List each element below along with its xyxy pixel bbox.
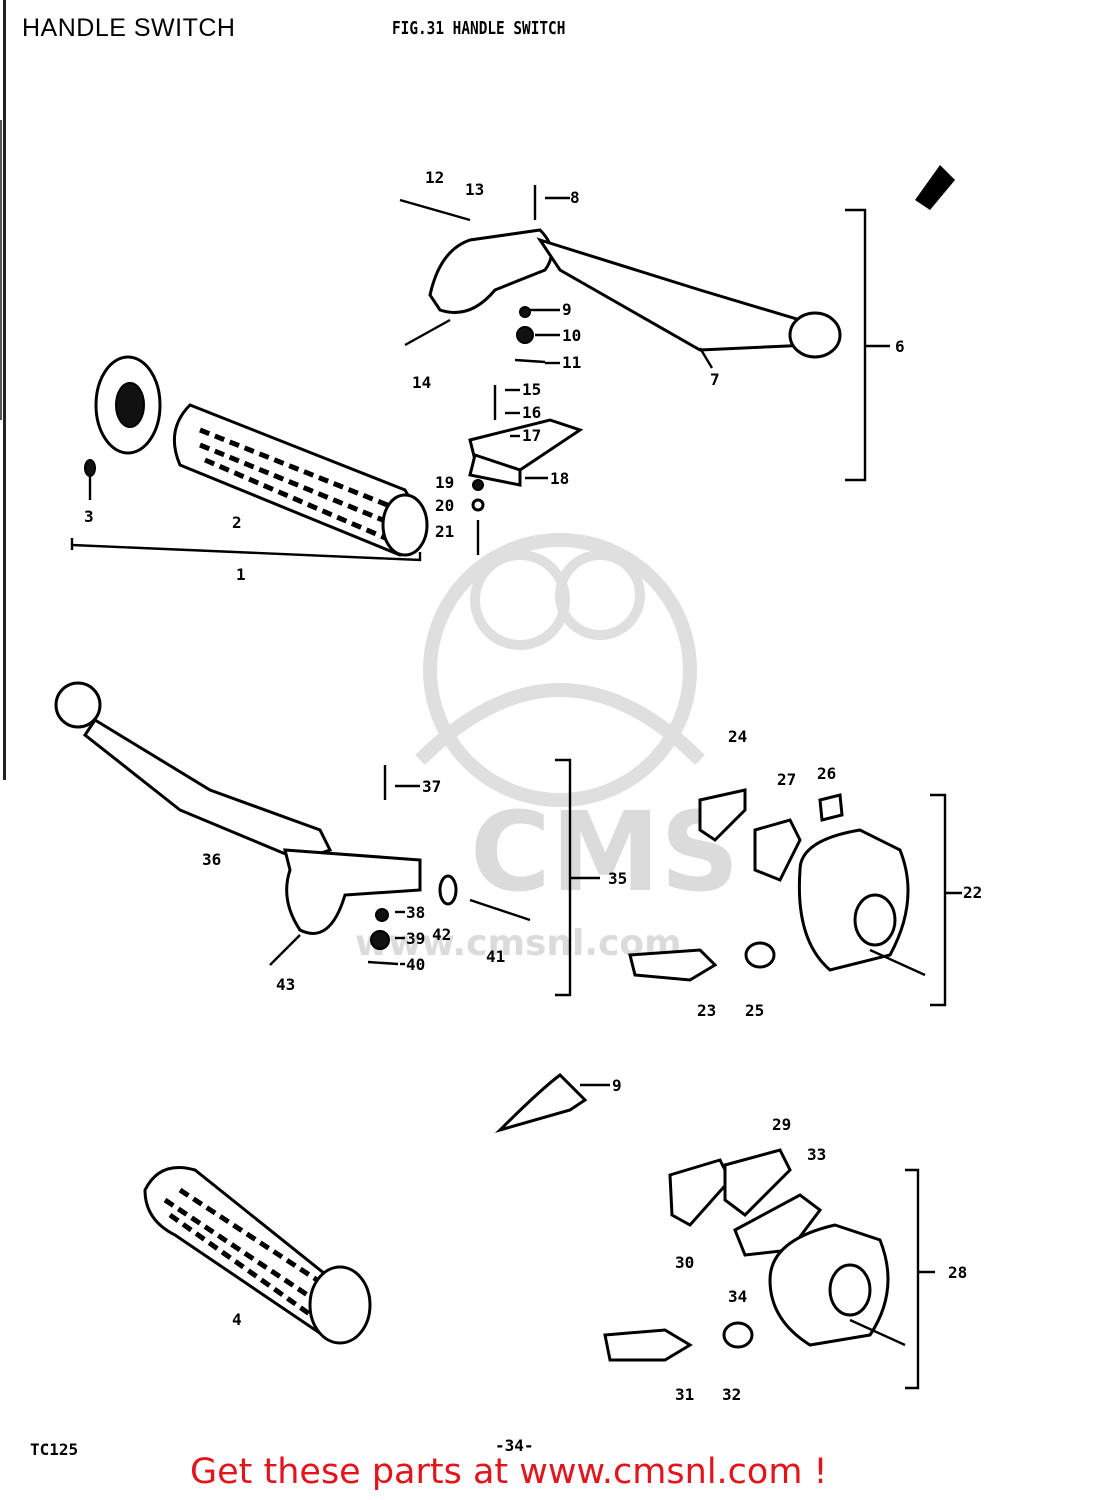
part-lever-lower [54,681,531,966]
callout-34: 34 [728,1287,747,1306]
cms-watermark: CMS www.cmsnl.com [355,533,739,964]
callout-13: 13 [465,180,484,199]
bracket-28 [905,1168,920,1390]
callout-9-clip: 9 [612,1076,622,1095]
page-number: -34- [495,1436,534,1455]
part-lever-upper [399,185,842,364]
callout-42: 42 [432,925,451,944]
figure-title: FIG.31 HANDLE SWITCH [392,18,566,39]
bracket-22 [930,793,947,1007]
callout-39: 39 [406,929,425,948]
callout-12: 12 [425,168,444,187]
callout-32: 32 [722,1385,741,1404]
callout-15: 15 [522,380,541,399]
callout-16: 16 [522,403,541,422]
callout-41: 41 [486,947,505,966]
callout-18: 18 [550,469,569,488]
bracket-6 [845,208,867,482]
callout-8: 8 [570,188,580,207]
callout-38: 38 [406,903,425,922]
callout-21: 21 [435,522,454,541]
callout-24: 24 [728,727,747,746]
callout-3: 3 [84,507,94,526]
callout-26: 26 [817,764,836,783]
callout-6: 6 [895,337,905,356]
callout-25: 25 [745,1001,764,1020]
watermark-brand: CMS [470,788,739,916]
callout-37: 37 [422,777,441,796]
leader-lines [395,196,714,1087]
callout-1: 1 [236,565,246,584]
scan-edge-artifact [0,0,12,780]
callout-11: 11 [562,353,581,372]
callout-31: 31 [675,1385,694,1404]
callout-4: 4 [232,1310,242,1329]
bracket-1 [70,538,422,562]
callout-labels: 1 2 3 4 6 7 8 9 10 11 12 13 14 15 16 17 … [84,168,982,1404]
callout-9: 9 [562,300,572,319]
part-cable-clip [494,1073,588,1134]
watermark-site: www.cmsnl.com [355,923,682,964]
callout-7: 7 [710,370,720,389]
parts-15-21 [468,385,584,555]
callout-29: 29 [772,1115,791,1134]
corner-mark [915,165,955,210]
callout-36: 36 [202,850,221,869]
callout-23: 23 [697,1001,716,1020]
get-parts-link[interactable]: Get these parts at www.cmsnl.com ! [190,1452,828,1492]
callout-17: 17 [522,426,541,445]
callout-28: 28 [948,1263,967,1282]
model-code: TC125 [30,1440,79,1459]
callout-2: 2 [232,513,242,532]
part-switch-housing-22 [628,788,926,982]
callout-10: 10 [562,326,581,345]
callout-40: 40 [406,955,425,974]
callout-33: 33 [807,1145,826,1164]
callout-22: 22 [963,883,982,902]
callout-30: 30 [675,1253,694,1272]
callout-14: 14 [412,373,431,392]
callout-20: 20 [435,496,454,515]
callout-27: 27 [777,770,796,789]
part-switch-housing-28 [603,1148,906,1362]
page-title: HANDLE SWITCH [22,14,236,42]
part-grip-left [143,1166,372,1345]
callout-35: 35 [608,869,627,888]
callout-19: 19 [435,473,454,492]
part-grip-right [84,355,429,557]
callout-43: 43 [276,975,295,994]
